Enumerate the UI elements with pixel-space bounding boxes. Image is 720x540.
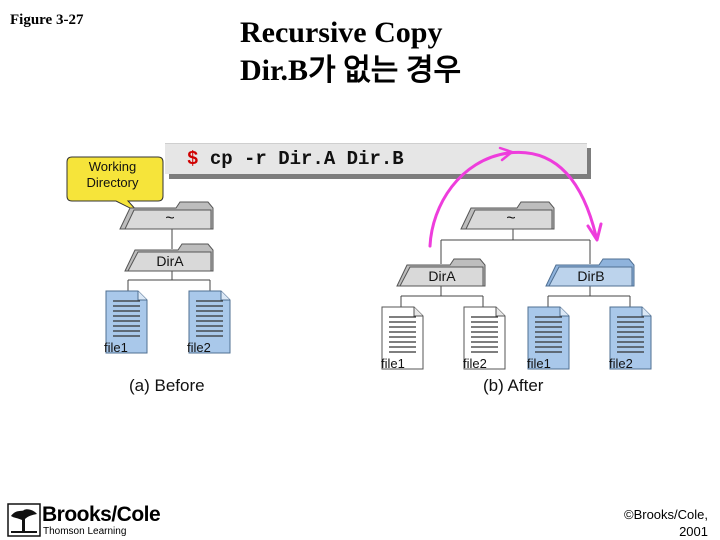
panel-a-home-label: ~ [165, 210, 175, 227]
copyright-line-2: 2001 [679, 524, 708, 539]
panel-b-dira-file2-icon [463, 306, 506, 370]
command-bar: $ cp -r Dir.A Dir.B [165, 143, 587, 174]
panel-b-home-label: ~ [506, 210, 516, 227]
logo-subtitle: Thomson Learning [43, 526, 127, 537]
panel-a-file1-label: file1 [104, 340, 128, 355]
panel-b-dirb-file1-icon [527, 306, 570, 370]
figure-label: Figure 3-27 [10, 12, 84, 28]
panel-b-dira-file2-label: file2 [463, 356, 487, 371]
copy-arrow [428, 146, 603, 248]
command-prompt: $ [187, 148, 199, 170]
working-directory-callout [66, 156, 164, 213]
slide-title: Recursive Copy [240, 16, 443, 49]
callout-label: Working Directory [65, 159, 160, 191]
callout-line-1: Working [88, 159, 137, 174]
slide-subtitle: Dir.B가 없는 경우 [240, 54, 462, 87]
copyright-line-1: ©Brooks/Cole, [624, 507, 708, 522]
panel-b-dira-file1-icon [381, 306, 424, 370]
panel-b-dira-file1-label: file1 [381, 356, 405, 371]
panel-a-dira-label: DirA [156, 253, 184, 269]
panel-b-home-folder [460, 201, 555, 230]
copyright-notice: ©Brooks/Cole, 2001 [624, 506, 708, 540]
panel-b-dirb-file1-label: file1 [527, 356, 551, 371]
logo-name: Brooks/Cole [42, 503, 161, 526]
command-line: $ cp -r Dir.A Dir.B [187, 148, 404, 170]
command-text: cp -r Dir.A Dir.B [209, 148, 404, 170]
panel-a-file2-icon [188, 290, 231, 354]
panel-a-caption: (a) Before [129, 376, 205, 395]
panel-b-dirb-file2-label: file2 [609, 356, 633, 371]
panel-b-dira-label: DirA [428, 268, 456, 284]
panel-b-dirb-label: DirB [577, 268, 605, 284]
panel-b-dirb-folder [545, 258, 635, 287]
panel-b-tree-lines [400, 229, 631, 307]
panel-b-dirb-file2-icon [609, 306, 652, 370]
panel-a-file1-icon [105, 290, 148, 354]
panel-a-home-folder [119, 201, 214, 230]
panel-a-dira-folder [124, 243, 214, 272]
panel-b-caption: (b) After [483, 376, 544, 395]
panel-a-tree-lines [127, 229, 211, 291]
panel-b-dira-folder [396, 258, 486, 287]
brooks-cole-logo-icon [7, 503, 41, 537]
callout-line-2: Directory [86, 175, 139, 190]
panel-a-file2-label: file2 [187, 340, 211, 355]
